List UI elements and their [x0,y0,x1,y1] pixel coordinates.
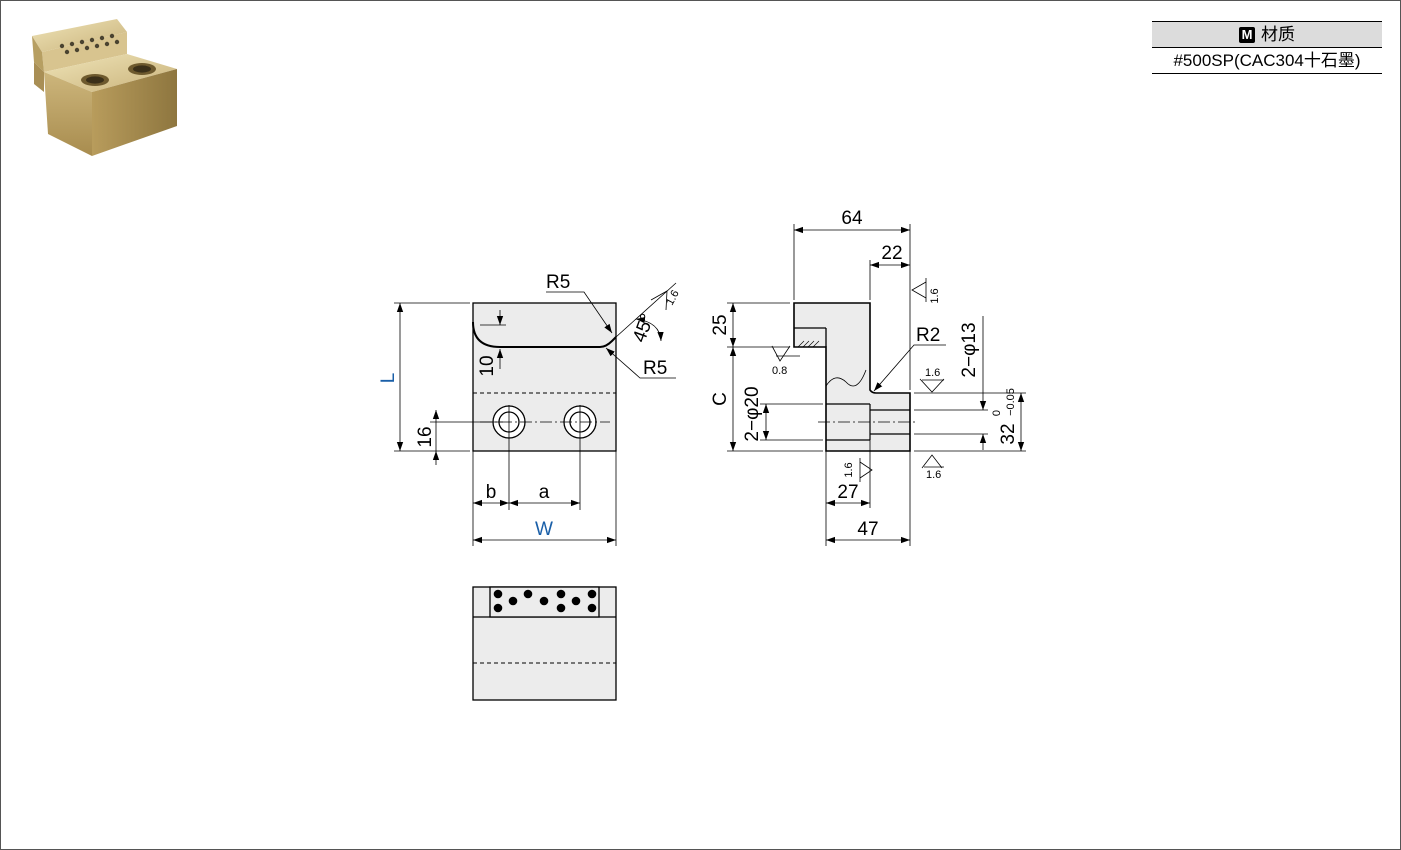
dim-64: 64 [841,208,863,229]
rough-16-d: 1.6 [926,469,941,481]
dim-32-lower-tol: −0.05 [1005,388,1017,416]
dim-22: 22 [881,243,902,264]
side-view: 64 22 25 C 2−φ20 0.8 R2 2−φ13 [710,208,1026,546]
dim-b: b [486,482,497,503]
m-badge-icon: M [1239,27,1255,43]
material-header-label: 材质 [1261,25,1295,44]
dim-W: W [535,519,553,540]
dim-2-phi20: 2−φ20 [742,386,763,441]
dim-R5-bottom: R5 [643,358,667,379]
dim-27: 27 [837,482,858,503]
front-view: L 16 10 R5 R5 45° 1.6 b a W [378,272,682,546]
dim-R2: R2 [916,325,940,346]
dim-32-upper-tol: 0 [991,410,1003,416]
dim-a: a [539,482,550,503]
rough-16-a: 1.6 [929,288,941,303]
dim-10: 10 [477,355,498,376]
dim-32: 32 [998,423,1019,444]
dim-25: 25 [710,314,731,335]
dim-2-phi13: 2−φ13 [959,322,980,377]
material-table-header: M 材质 [1152,21,1382,48]
dim-45deg: 45° [629,311,659,345]
rough-08: 0.8 [772,365,787,377]
product-photo [32,19,177,156]
dim-C: C [710,392,731,406]
rough-16-c: 1.6 [843,462,855,477]
dim-L: L [378,373,399,384]
dim-47: 47 [857,519,878,540]
dim-R5-top: R5 [546,272,570,293]
rough-16-b: 1.6 [925,367,940,379]
material-table: M 材质 #500SP(CAC304十石墨) [1152,21,1382,74]
graphite-plugs [493,589,597,613]
dim-16: 16 [415,426,436,447]
material-value: #500SP(CAC304十石墨) [1152,47,1382,74]
top-view [472,586,617,701]
